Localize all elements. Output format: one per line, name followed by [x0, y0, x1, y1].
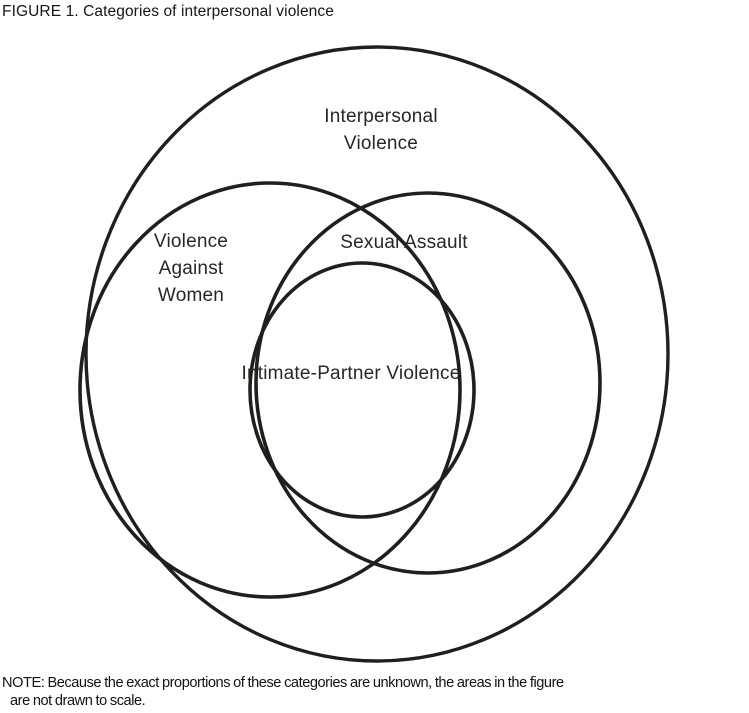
label-sexual-assault: Sexual Assault: [340, 229, 467, 256]
note-line1: NOTE: Because the exact proportions of t…: [2, 675, 564, 691]
violence-against-women-circle: [78, 181, 462, 599]
label-violence-against-women-line1: Violence: [153, 231, 229, 252]
sexual-assault-circle: [254, 191, 602, 575]
label-intimate-partner-violence-line1: Intimate-Partner Violence: [241, 363, 461, 384]
interpersonal-violence-circle: [84, 45, 670, 663]
figure-note: NOTE: Because the exact proportions of t…: [2, 674, 747, 710]
label-violence-against-women-line2: Against: [158, 258, 224, 279]
label-violence-against-women-line3: Women: [157, 285, 225, 306]
note-line2: are not drawn to scale.: [10, 693, 146, 709]
intimate-partner-violence-circle: [248, 261, 476, 519]
label-interpersonal-violence: Interpersonal Violence: [324, 103, 438, 157]
label-violence-against-women: Violence Against Women: [154, 228, 228, 309]
label-sexual-assault-line1: Sexual Assault: [340, 232, 468, 253]
label-interpersonal-violence-line2: Violence: [343, 133, 419, 154]
label-interpersonal-violence-line1: Interpersonal: [324, 106, 438, 127]
label-intimate-partner-violence: Intimate-Partner Violence: [241, 360, 460, 387]
figure-title: FIGURE 1. Categories of interpersonal vi…: [2, 3, 334, 20]
